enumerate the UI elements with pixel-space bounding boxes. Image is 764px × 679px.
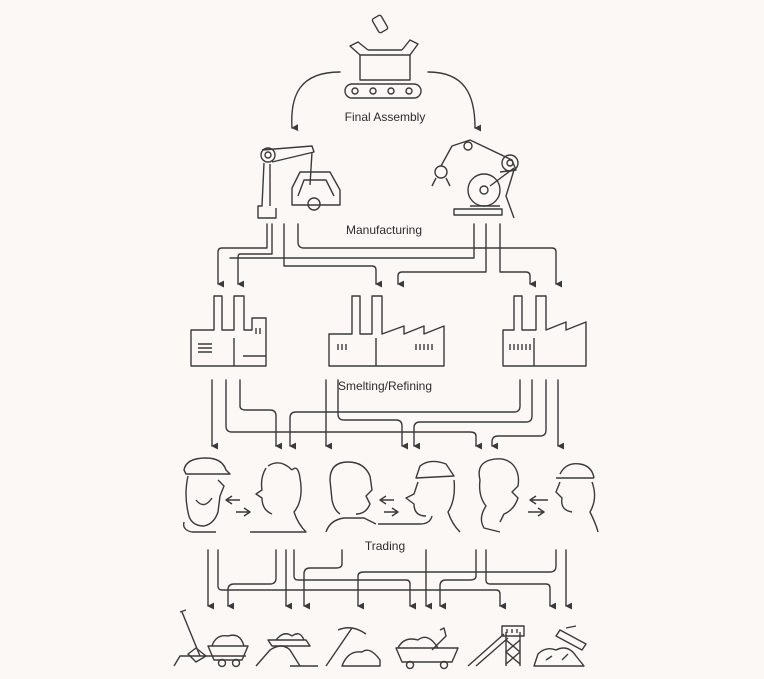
smelting-refining-label: Smelting/Refining	[337, 379, 433, 393]
ore-conveyor-icon	[255, 633, 318, 667]
trader-pair-3-icon	[478, 458, 599, 533]
press-machine-icon	[257, 145, 341, 219]
trading-label: Trading	[364, 539, 406, 553]
factory-3-icon	[502, 295, 587, 367]
smelting-to-trading-arrows	[211, 379, 565, 450]
mine-shaft-tower-icon	[467, 625, 525, 667]
arrow	[291, 71, 341, 132]
final-assembly-label: Final Assembly	[344, 110, 426, 124]
factory-1-icon	[190, 295, 267, 367]
pickaxe-icon	[325, 627, 381, 667]
rock-pile-hammer-icon	[533, 625, 587, 667]
robot-arm-icon	[431, 139, 519, 219]
manufacturing-label: Manufacturing	[345, 223, 423, 237]
arrow	[427, 71, 482, 132]
trading-to-mining-arrows	[207, 549, 573, 610]
manufacturing-to-smelting-arrows	[217, 223, 563, 288]
mine-cart-2-icon	[395, 627, 459, 670]
final-assembly-icon	[344, 14, 422, 99]
factory-2-icon	[328, 295, 445, 367]
trader-pair-1-icon	[182, 457, 307, 533]
trader-pair-2-icon	[325, 460, 461, 533]
mine-cart-shovel-icon	[173, 609, 249, 668]
